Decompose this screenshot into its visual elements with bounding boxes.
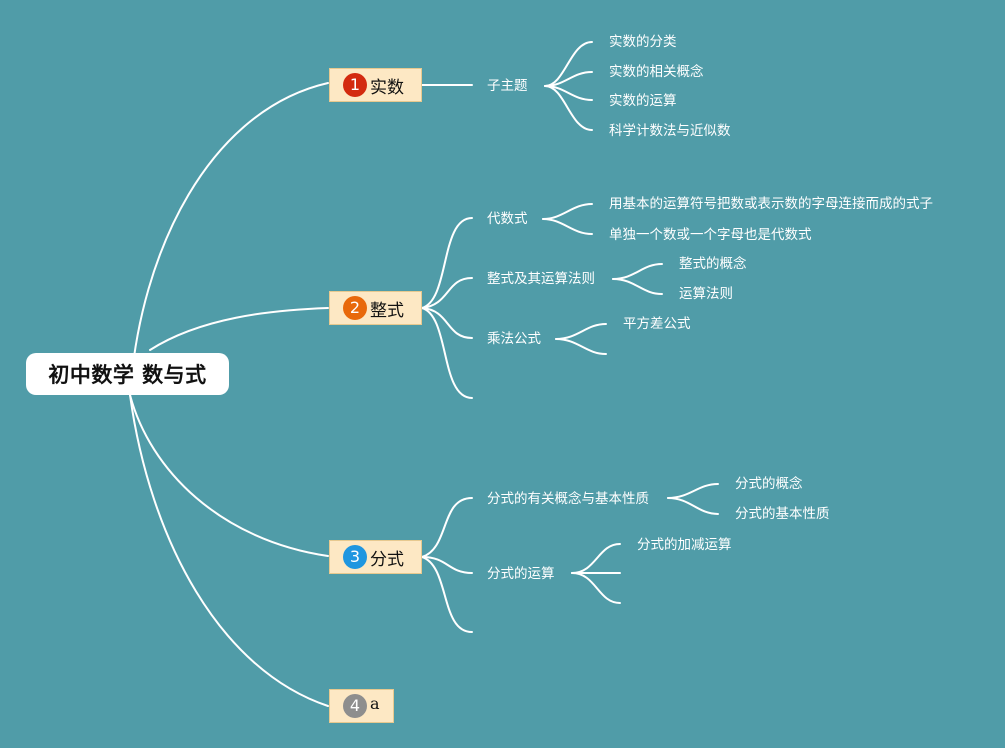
link-b2-t2-sub-2 [612, 278, 663, 295]
topic-fraction-concepts[interactable]: 分式的有关概念与基本性质 [487, 491, 649, 507]
root-topic-label: 初中数学 数与式 [48, 363, 207, 387]
topic-real-operations[interactable]: 实数的运算 [609, 93, 677, 109]
number-badge-icon: 1 [343, 73, 367, 97]
link-b2-t3-sub-2 [555, 338, 607, 355]
topic-real-concepts[interactable]: 实数的相关概念 [609, 64, 704, 80]
topic-operation-rules[interactable]: 运算法则 [679, 286, 733, 302]
topic-subtopic[interactable]: 子主题 [487, 78, 528, 94]
link-branch-2-topic-2 [421, 277, 473, 309]
link-b3-t2-sub-3 [571, 572, 621, 604]
number-badge-icon: 2 [343, 296, 367, 320]
topic-polynomial-concept[interactable]: 整式的概念 [679, 256, 747, 272]
link-root-branch-3 [129, 394, 329, 557]
link-branch-2-topic-1 [421, 217, 473, 309]
topic-multiplication-formula[interactable]: 乘法公式 [487, 331, 541, 347]
branch-fractions[interactable]: 3 分式 [329, 540, 422, 574]
link-b3-t1-sub-1 [667, 483, 719, 499]
topic-algebraic-expression[interactable]: 代数式 [487, 211, 528, 227]
branch-label: 整式 [370, 300, 404, 321]
link-b3-t1-sub-2 [667, 497, 719, 515]
number-badge-icon: 3 [343, 545, 367, 569]
topic-real-classification[interactable]: 实数的分类 [609, 34, 677, 50]
topic-polynomial-rules[interactable]: 整式及其运算法则 [487, 271, 595, 287]
link-b2-t3-sub-1 [555, 323, 607, 340]
link-branch-2-topic-4 [421, 307, 473, 399]
link-branch-3-topic-3 [421, 556, 473, 633]
topic-difference-of-squares[interactable]: 平方差公式 [623, 316, 691, 332]
branch-label: 分式 [370, 549, 404, 570]
branch-polynomials[interactable]: 2 整式 [329, 291, 422, 325]
link-branch-3-topic-2 [421, 556, 473, 574]
topic-scientific-notation[interactable]: 科学计数法与近似数 [609, 123, 731, 139]
link-b1-sub-4 [544, 85, 593, 131]
branch-label: 实数 [370, 77, 404, 98]
link-b2-t2-sub-1 [612, 263, 663, 280]
topic-algebraic-definition[interactable]: 用基本的运算符号把数或表示数的字母连接而成的式子 [609, 196, 933, 212]
number-badge-icon: 4 [343, 694, 367, 718]
link-branch-2-topic-3 [421, 307, 473, 339]
topic-single-term[interactable]: 单独一个数或一个字母也是代数式 [609, 227, 812, 243]
link-branch-3-topic-1 [421, 497, 473, 558]
topic-fraction-addition[interactable]: 分式的加减运算 [637, 537, 732, 553]
link-b2-t1-sub-1 [542, 203, 593, 220]
link-b2-t1-sub-2 [542, 218, 593, 235]
branch-untitled[interactable]: 4 a [329, 689, 394, 723]
topic-fraction-properties[interactable]: 分式的基本性质 [735, 506, 830, 522]
branch-real-numbers[interactable]: 1 实数 [329, 68, 422, 102]
link-root-branch-2 [149, 307, 329, 351]
topic-fraction-concept[interactable]: 分式的概念 [735, 476, 803, 492]
link-root-branch-4 [129, 394, 329, 707]
branch-label: a [370, 693, 380, 713]
link-root-branch-1 [129, 82, 329, 396]
root-topic[interactable]: 初中数学 数与式 [26, 353, 229, 395]
topic-fraction-operations[interactable]: 分式的运算 [487, 566, 555, 582]
link-b3-t2-sub-1 [571, 543, 621, 574]
